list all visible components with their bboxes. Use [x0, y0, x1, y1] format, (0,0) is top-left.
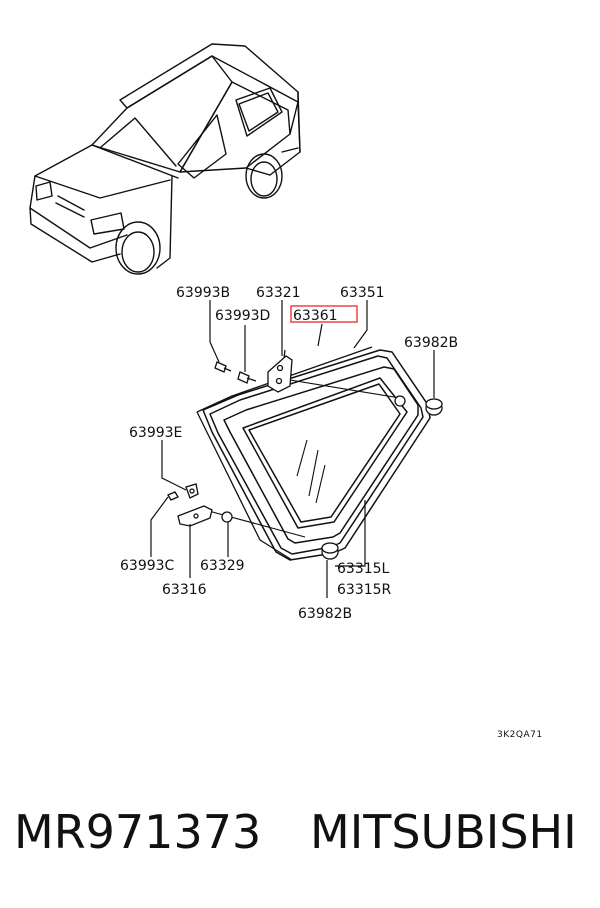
screw-63993E: [185, 483, 199, 499]
label-63982B-bottom: 63982B: [298, 606, 352, 622]
label-63329: 63329: [200, 558, 245, 574]
footer: MR971373 MITSUBISHI: [0, 805, 600, 875]
label-63993C: 63993C: [120, 558, 175, 574]
label-63993D: 63993D: [215, 308, 270, 324]
grommet-63982B-bottom: [321, 542, 339, 560]
label-63993B: 63993B: [176, 285, 230, 301]
brand-name: MITSUBISHI: [310, 805, 577, 859]
weatherstrip: [223, 366, 419, 544]
label-63315R: 63315R: [337, 582, 392, 598]
part-number: MR971373: [14, 805, 262, 859]
screw-63993C: [167, 491, 179, 501]
nut-63329: [221, 511, 233, 523]
grommet-63982B-top: [394, 395, 443, 416]
label-63351: 63351: [340, 285, 385, 301]
screw-63993D: [237, 371, 257, 384]
part-labels: 63993B 63321 63351 63993D 63361 63982B 6…: [120, 285, 458, 622]
label-63993E: 63993E: [129, 425, 182, 441]
label-63982B-top: 63982B: [404, 335, 458, 351]
label-63361: 63361: [293, 308, 338, 324]
hardware: [167, 349, 443, 560]
diagram-code: 3K2QA71: [497, 730, 543, 740]
vehicle-illustration: [29, 43, 301, 275]
hinge-63321: [267, 349, 293, 393]
label-63321: 63321: [256, 285, 301, 301]
highlight-box: [290, 305, 358, 323]
window-glass-outer: [202, 349, 431, 561]
label-63316: 63316: [162, 582, 207, 598]
quarter-window-assembly: [196, 346, 431, 561]
label-63315L: 63315L: [337, 561, 390, 577]
leader-lines: [150, 300, 435, 598]
bracket-63316: [177, 505, 213, 527]
screw-63993B: [214, 361, 232, 373]
